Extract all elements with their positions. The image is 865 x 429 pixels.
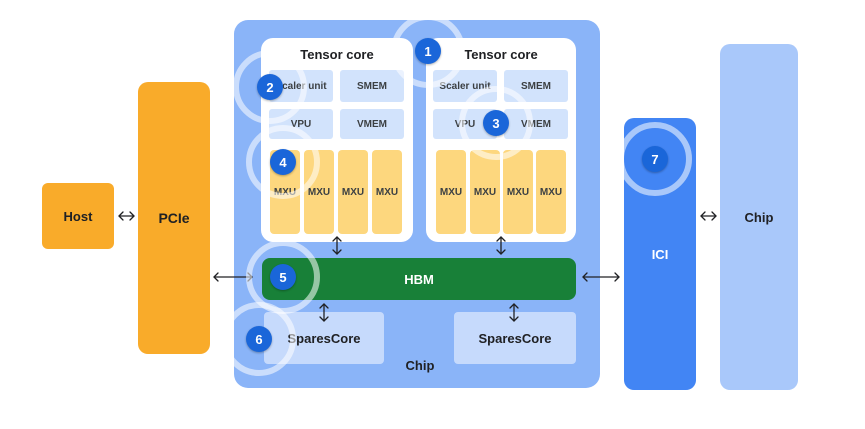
host-pcie-arrow xyxy=(118,211,135,221)
tensor-core-2-title: Tensor core xyxy=(464,46,538,62)
badge-4[interactable]: 4 xyxy=(270,149,296,175)
badge-7-ring xyxy=(618,122,692,196)
chip-label: Chip xyxy=(405,357,435,373)
tensor-core-2-mxu: MXU xyxy=(503,150,533,234)
pcie-block: PCIe xyxy=(138,82,210,354)
neighbor-chip-block: Chip xyxy=(720,44,798,390)
tensor-core-1-mxu: MXU xyxy=(372,150,402,234)
badge-3[interactable]: 3 xyxy=(483,110,509,136)
tc2-hbm-arrow xyxy=(496,236,506,255)
badge-2-ring xyxy=(233,50,307,124)
badge-1[interactable]: 1 xyxy=(415,38,441,64)
tensor-core-2-mxu: MXU xyxy=(470,150,500,234)
badge-4-ring xyxy=(246,125,320,199)
badge-1-ring xyxy=(391,14,465,88)
tensor-core-1-mxu: MXU xyxy=(338,150,368,234)
badge-2[interactable]: 2 xyxy=(257,74,283,100)
hbm-ici-arrow xyxy=(582,272,620,282)
hbm-sparsecore2-arrow xyxy=(509,303,519,322)
hbm-sparsecore1-arrow xyxy=(319,303,329,322)
tensor-core-2-mxu: MXU xyxy=(536,150,566,234)
badge-5[interactable]: 5 xyxy=(270,264,296,290)
badge-3-ring xyxy=(459,86,533,160)
tensor-core-1-vmem: VMEM xyxy=(340,109,404,139)
tensor-core-1-smem: SMEM xyxy=(340,70,404,102)
ici-chip-arrow xyxy=(700,211,717,221)
badge-6-ring xyxy=(222,302,296,376)
host-block: Host xyxy=(42,183,114,249)
tensor-core-2-mxu: MXU xyxy=(436,150,466,234)
badge-6[interactable]: 6 xyxy=(246,326,272,352)
tensor-core-1-title: Tensor core xyxy=(300,46,374,62)
tc1-hbm-arrow xyxy=(332,236,342,255)
badge-7[interactable]: 7 xyxy=(642,146,668,172)
